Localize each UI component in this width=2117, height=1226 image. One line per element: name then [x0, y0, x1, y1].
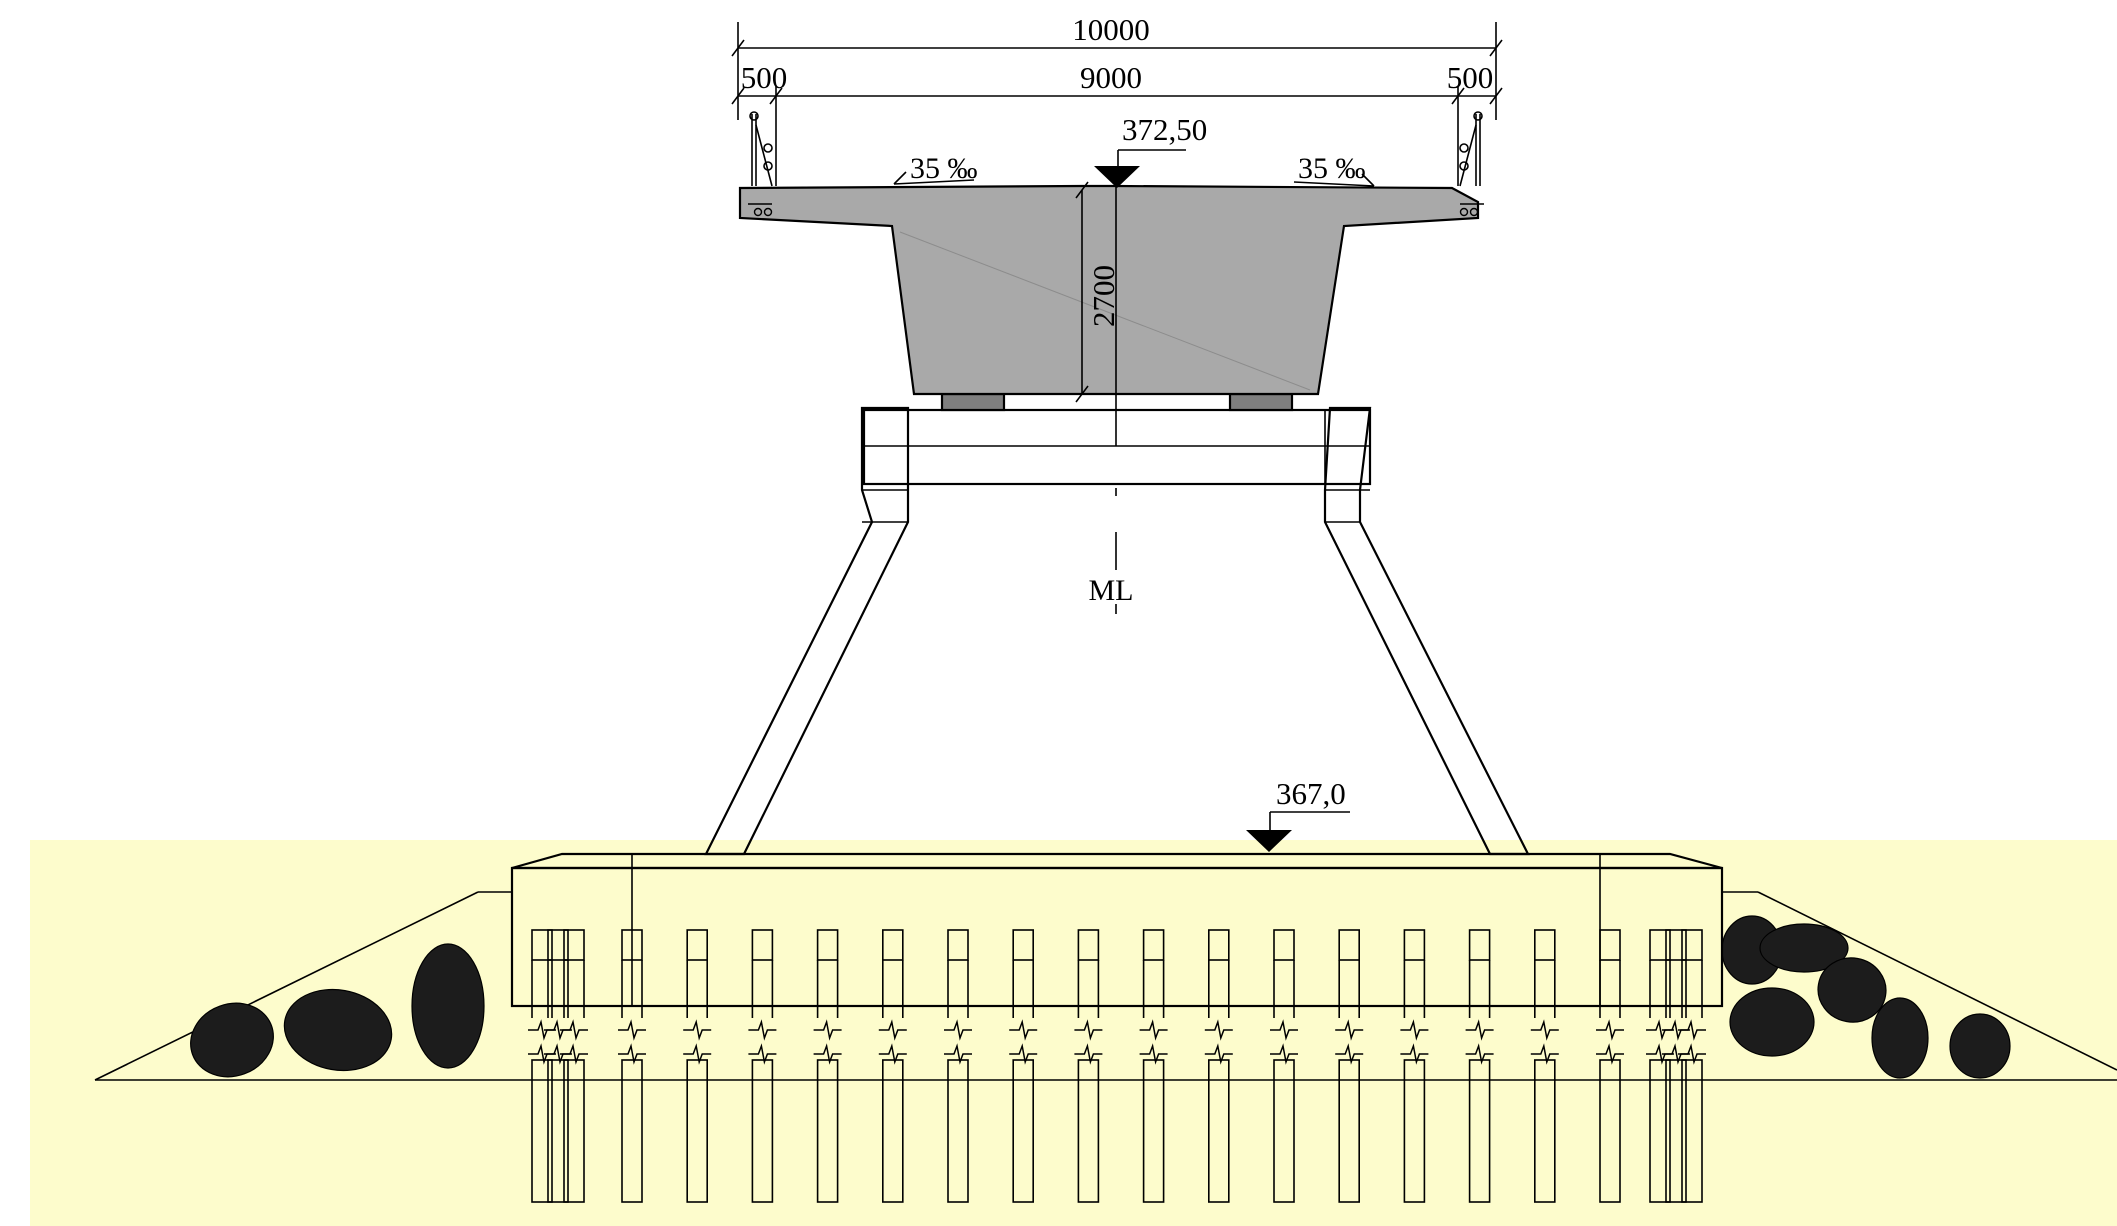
- pile: [944, 929, 972, 1203]
- riprap-stone: [1759, 923, 1849, 973]
- pile: [1335, 929, 1364, 1203]
- bearings: [940, 392, 1294, 412]
- pile: [560, 929, 588, 1203]
- pile: [1009, 929, 1038, 1203]
- riprap-stone: [283, 988, 393, 1072]
- pile: [1270, 929, 1298, 1203]
- pier-legs: [704, 406, 1530, 856]
- pile: [813, 929, 842, 1203]
- pile: [1646, 929, 1674, 1203]
- riprap-stone: [411, 943, 485, 1069]
- pile: [1139, 929, 1168, 1203]
- pile: [1074, 929, 1103, 1203]
- riprap-stones: [190, 915, 2011, 1079]
- slope-marker-left: [893, 171, 975, 185]
- slope-marker-right: [1293, 173, 1375, 187]
- dim-total-width: 10000: [1072, 12, 1150, 47]
- pier-cap: [862, 408, 1372, 486]
- pile-cap: [510, 852, 1724, 1008]
- riprap-stone: [1817, 957, 1887, 1023]
- railing-right: [1459, 111, 1484, 217]
- dim-edge-right: 500: [1447, 60, 1494, 95]
- riprap-stone: [1949, 1013, 2011, 1079]
- slope-right: 35 ‰: [1298, 152, 1366, 185]
- pile: [1400, 929, 1429, 1203]
- level-marker-foundation: [1246, 811, 1350, 852]
- dim-girder-depth: 2700: [1086, 265, 1121, 327]
- riprap-stone: [1871, 997, 1929, 1079]
- pile-group: [528, 929, 1706, 1203]
- bearing-right: [1228, 392, 1294, 412]
- slope-left: 35 ‰: [910, 152, 978, 185]
- dim-edge-left: 500: [741, 60, 788, 95]
- pile: [748, 929, 777, 1203]
- embankment: [94, 891, 2117, 1081]
- dim-roadway-width: 9000: [1080, 60, 1142, 95]
- pile: [1530, 929, 1559, 1203]
- axis-label: ML: [1089, 574, 1134, 607]
- riprap-stone: [1729, 987, 1815, 1057]
- level-marker-deck: [1094, 149, 1186, 188]
- pile: [1204, 929, 1233, 1203]
- pile: [1465, 929, 1494, 1203]
- railing-left: [748, 111, 773, 217]
- pile: [683, 929, 712, 1203]
- level-foundation-top: 367,0: [1276, 776, 1346, 811]
- pile: [1678, 929, 1706, 1203]
- dimension-lines: [731, 22, 1503, 403]
- riprap-stone: [190, 1002, 274, 1078]
- pile: [878, 929, 907, 1203]
- bearing-left: [940, 392, 1006, 412]
- level-deck-top: 372,50: [1122, 112, 1207, 147]
- pile: [1662, 929, 1690, 1203]
